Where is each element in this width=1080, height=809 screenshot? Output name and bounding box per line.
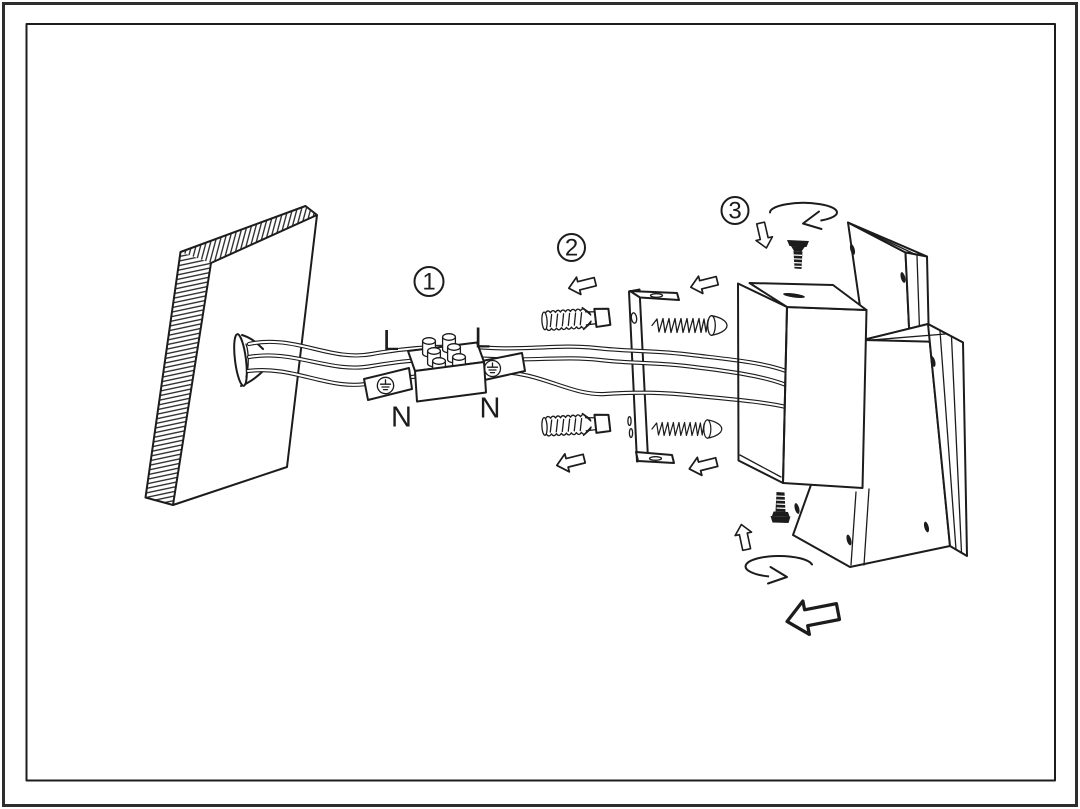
arrow-big-left (782, 593, 843, 640)
screw-hole (923, 521, 930, 533)
label-live-right: L (474, 323, 490, 355)
rotate-arrow-top (768, 201, 838, 230)
step-1-badge: 1 (413, 266, 445, 297)
wall-hatching-left (145, 252, 211, 505)
label-neutral-right: N (480, 393, 501, 425)
step-3-badge: 3 (720, 196, 750, 225)
arrow-left-anchor-upper (565, 272, 599, 298)
earth-ground-icon (376, 376, 395, 395)
bracket-bottom-flange (635, 451, 675, 464)
arrow-down-icon (751, 220, 776, 251)
mounting-screw-lower (651, 419, 723, 439)
bracket-hole (630, 312, 638, 324)
earth-terminal-left (363, 367, 413, 401)
bracket-slot-top (649, 293, 664, 298)
inner-frame (25, 23, 1056, 782)
wire-earth (245, 368, 789, 410)
wall-anchor-lower (540, 411, 612, 439)
arrow-left-screw-upper (687, 271, 721, 297)
cable-entry-hole (233, 333, 264, 387)
countersunk-screw-bottom (770, 492, 791, 523)
step-1-number: 1 (422, 269, 435, 296)
mounting-screw-upper (651, 315, 728, 336)
back-plate-front (792, 323, 968, 568)
countersunk-screw-top (787, 240, 809, 269)
bracket-slot-bottom (648, 456, 663, 461)
wall-outline (144, 205, 318, 506)
box-opening (737, 282, 788, 484)
step-2-badge: 2 (557, 233, 586, 262)
screw-hole (900, 272, 906, 283)
junction-box (737, 282, 868, 489)
bracket-top-flange (629, 290, 680, 301)
label-live-left: L (383, 325, 399, 357)
arrow-left-anchor-lower (553, 448, 588, 476)
screw-hole (849, 244, 856, 255)
step-3-number: 3 (728, 198, 741, 225)
wall-hatching-top (180, 206, 317, 263)
terminal-block (407, 333, 487, 403)
arrow-up-icon (732, 521, 756, 553)
box-right-face (782, 306, 868, 489)
arrow-left-screw-lower (686, 452, 720, 479)
label-neutral-left: N (391, 402, 412, 434)
screw-hole (930, 356, 936, 367)
box-cable-slot (783, 292, 805, 299)
mains-cable (245, 339, 789, 410)
bracket-hole (628, 427, 634, 439)
step-2-number: 2 (565, 235, 578, 262)
wall-section (144, 205, 318, 506)
rotate-arrow-bottom (744, 554, 813, 585)
screw-hole (846, 534, 852, 546)
box-top-face (748, 282, 868, 311)
wall-anchor-upper (540, 304, 612, 334)
bracket-hole (627, 415, 632, 427)
terminal-block-front (414, 361, 487, 403)
screw-hole (794, 503, 800, 514)
mounting-bracket (627, 288, 680, 464)
